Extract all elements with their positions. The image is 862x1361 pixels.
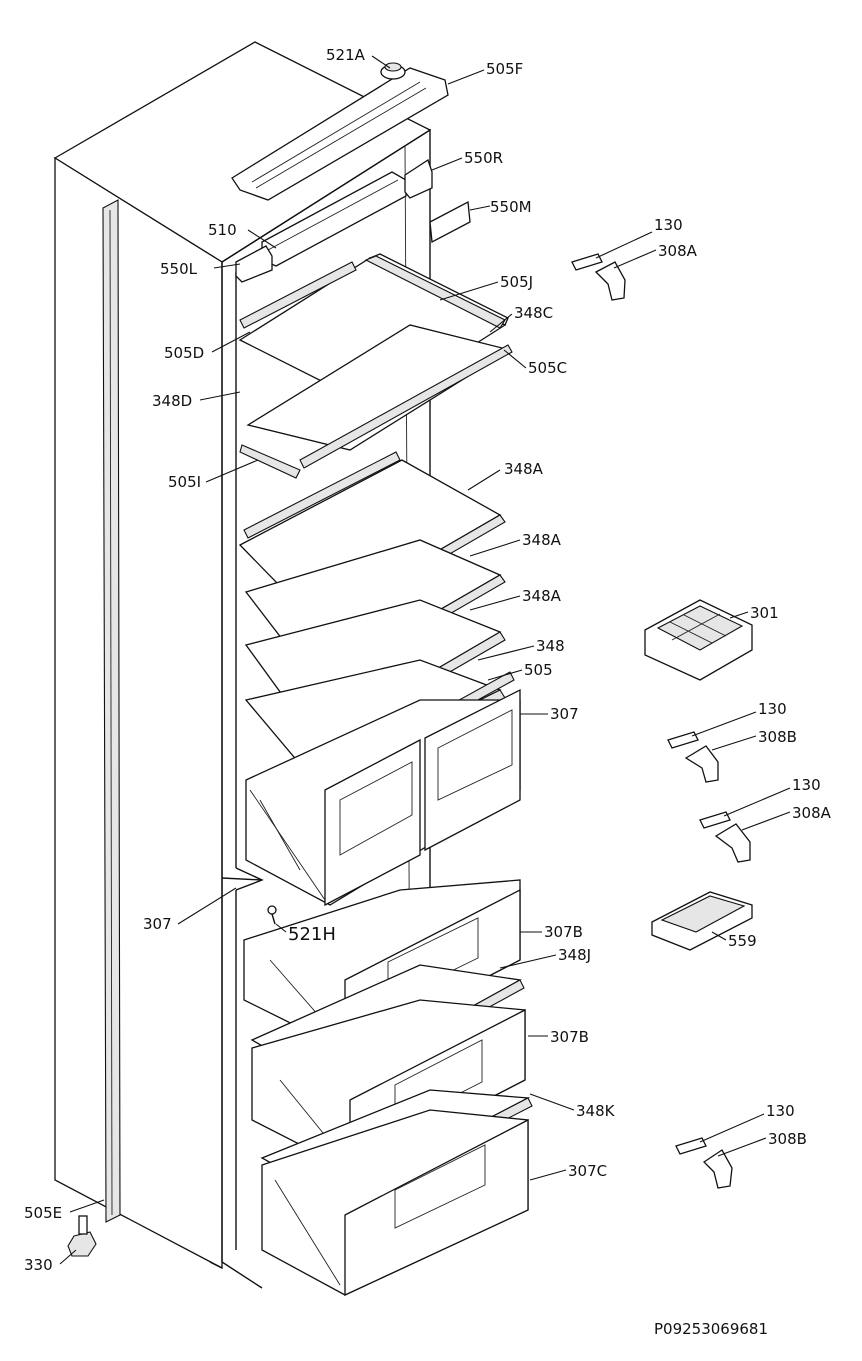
foot-330 (67, 1215, 97, 1257)
hinge-kit-130-308A-2 (699, 811, 751, 863)
drawer-307-upper (245, 688, 521, 907)
label-130-2: 130 (758, 700, 787, 718)
ice-tray-301 (644, 599, 753, 681)
label-307-left: 307 (143, 915, 172, 933)
label-130-4: 130 (766, 1102, 795, 1120)
label-307-upper: 307 (550, 705, 579, 723)
label-348: 348 (536, 637, 565, 655)
label-550M: 550M (490, 198, 532, 216)
label-510: 510 (208, 221, 237, 239)
label-505: 505 (524, 661, 553, 679)
label-308A-1: 308A (658, 242, 698, 260)
cabinet-body (53, 41, 432, 1289)
top-rail-505F (231, 67, 449, 201)
label-348A-3: 348A (522, 587, 562, 605)
label-505F: 505F (486, 60, 523, 78)
label-550L: 550L (160, 260, 198, 278)
part-550R (404, 158, 433, 199)
filter-559 (651, 891, 753, 951)
label-348A-2: 348A (522, 531, 562, 549)
rail-505I (239, 444, 301, 479)
label-308B-2: 308B (768, 1130, 807, 1148)
label-130-1: 130 (654, 216, 683, 234)
rail-505D (239, 261, 357, 329)
label-348K: 348K (576, 1102, 616, 1120)
hinge-kit-130-308A-1 (571, 253, 626, 301)
label-505J: 505J (500, 273, 533, 291)
label-307C: 307C (568, 1162, 607, 1180)
label-505I: 505I (168, 473, 201, 491)
rail-upper-left (243, 451, 401, 539)
label-505D: 505D (164, 344, 204, 362)
label-550R: 550R (464, 149, 503, 167)
drawing-code: P09253069681 (654, 1320, 768, 1338)
label-559: 559 (728, 932, 757, 950)
label-330: 330 (24, 1256, 53, 1274)
label-348C: 348C (514, 304, 553, 322)
label-348J: 348J (558, 946, 591, 964)
drawer-307C (261, 1109, 529, 1297)
label-307B-2: 307B (550, 1028, 589, 1046)
rail-505C (299, 344, 513, 469)
label-308A-2: 308A (792, 804, 832, 822)
hinge-kit-130-308B-2 (675, 1137, 733, 1189)
label-301: 301 (750, 604, 779, 622)
label-348A-1: 348A (504, 460, 544, 478)
lamp-521A (380, 62, 406, 80)
part-550L (235, 245, 273, 283)
label-521H: 521H (288, 924, 336, 945)
label-308B-1: 308B (758, 728, 797, 746)
label-348D: 348D (152, 392, 192, 410)
part-labels: 521A 505F 550R 550M 510 550L 505J 348C 5… (24, 46, 832, 1274)
label-505E: 505E (24, 1204, 62, 1222)
leader-lines (59, 55, 791, 1265)
hinge-kit-130-308B-1 (667, 731, 719, 783)
label-307B-1: 307B (544, 923, 583, 941)
part-550M (429, 200, 471, 244)
label-505C: 505C (528, 359, 567, 377)
label-521A: 521A (326, 46, 366, 64)
label-130-3: 130 (792, 776, 821, 794)
lamp-521H (267, 905, 277, 925)
